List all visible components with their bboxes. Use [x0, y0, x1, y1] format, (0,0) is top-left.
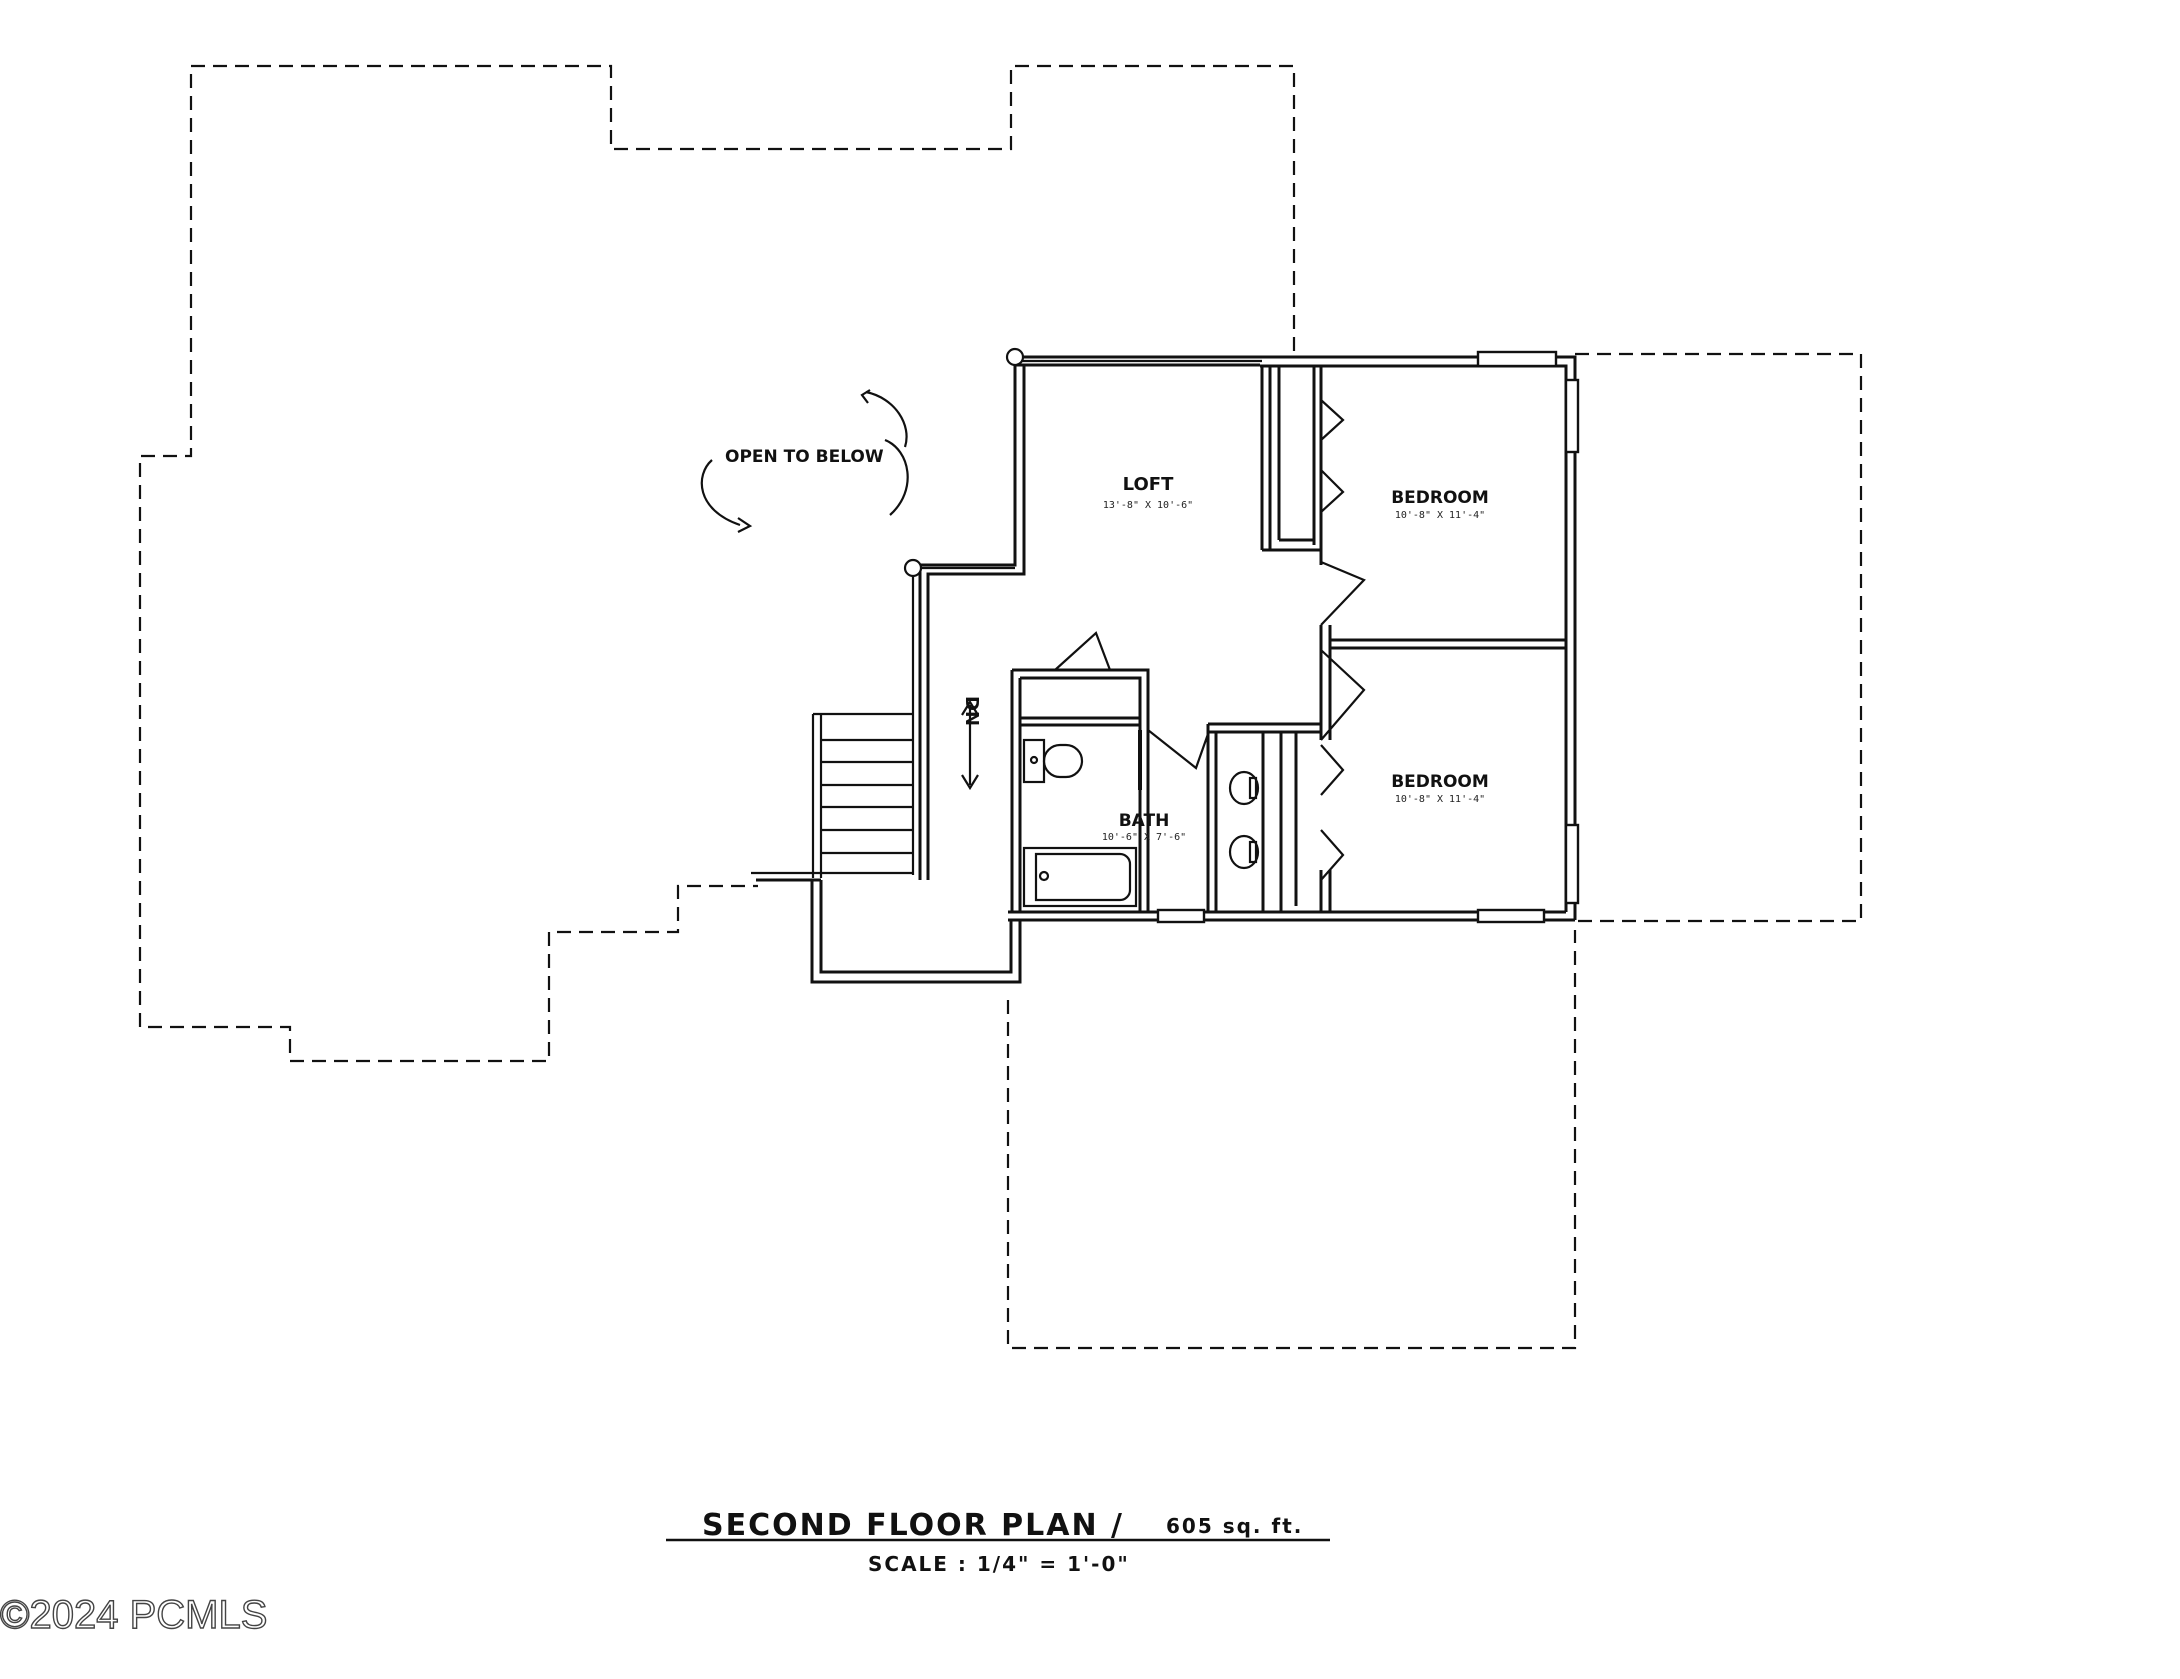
bedroom-upper-name: BEDROOM: [1391, 488, 1489, 508]
windows: [1156, 350, 1580, 924]
sink-icon: [1228, 834, 1260, 870]
bath-size: 10'-6" X 7'-6": [1102, 832, 1186, 843]
toilet-tank-icon: [1022, 738, 1046, 784]
wall-outline: [756, 355, 1577, 984]
open-to-below-arrows: [700, 389, 909, 533]
toilet-bowl-icon: [1042, 743, 1084, 779]
copyright-watermark: ©2024 PCMLS: [0, 1593, 267, 1637]
doors: [1054, 399, 1366, 881]
bedroom-lower-name: BEDROOM: [1391, 772, 1489, 792]
sink-icon: [1228, 770, 1260, 806]
plan-title: SECOND FLOOR PLAN /: [702, 1508, 1124, 1543]
loft-railing: [903, 347, 1262, 875]
bath-fixtures: [1022, 738, 1260, 908]
loft-size: 13'-8" X 10'-6": [1103, 500, 1193, 511]
lower-floor-outline: [138, 64, 1863, 1350]
stair-dn-label: DN: [961, 696, 982, 726]
loft-name: LOFT: [1123, 474, 1174, 495]
bedroom-upper-size: 10'-8" X 11'-4": [1395, 510, 1485, 521]
plan-scale: SCALE : 1/4" = 1'-0": [868, 1552, 1130, 1576]
bath-name: BATH: [1119, 811, 1170, 831]
open-to-below-label: OPEN TO BELOW: [725, 447, 884, 467]
stairs: [751, 699, 979, 878]
bathtub-icon: [1022, 846, 1138, 908]
bedroom-lower-size: 10'-8" X 11'-4": [1395, 794, 1485, 805]
plan-area: 605 sq. ft.: [1166, 1514, 1303, 1538]
